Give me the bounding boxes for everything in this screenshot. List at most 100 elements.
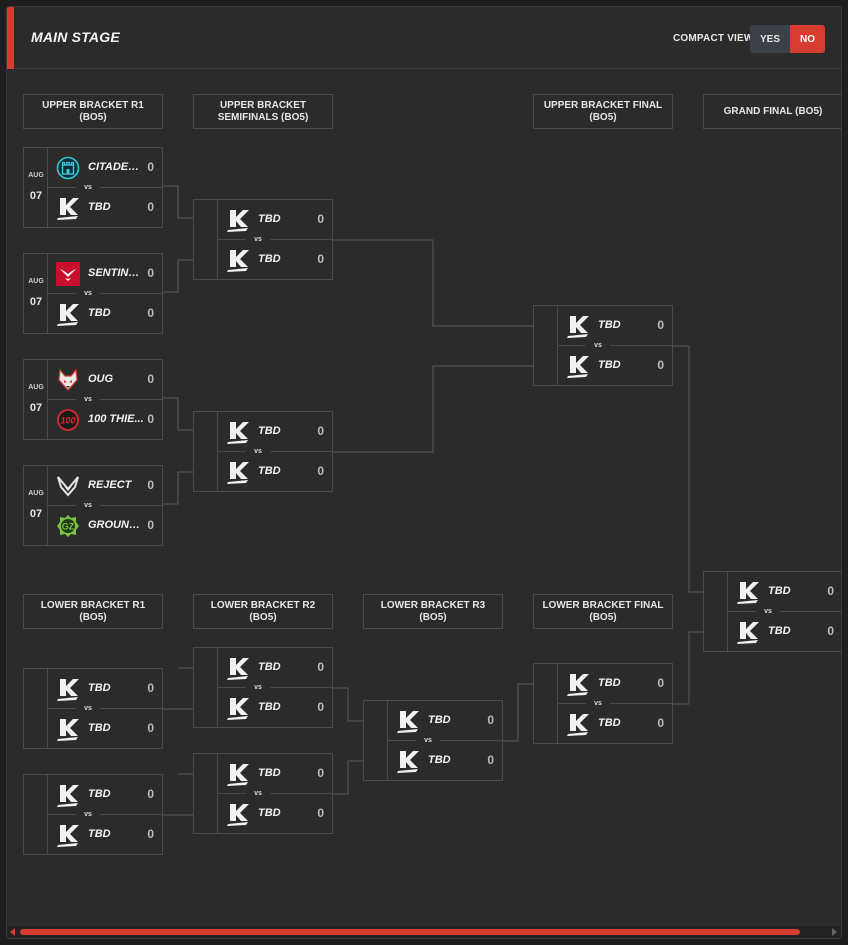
k-logo-icon [226, 208, 250, 232]
team-score: 0 [317, 660, 324, 674]
team-score: 0 [827, 624, 834, 638]
citadel-logo-icon [56, 156, 80, 180]
k-logo-icon [226, 248, 250, 272]
vs-label: vs [416, 735, 440, 746]
team-name: TBD [88, 788, 111, 800]
match-date-month: AUG [28, 384, 44, 391]
team-name: 100 THIE... [88, 413, 144, 425]
match-date-empty [194, 754, 218, 833]
oug-fox-logo-icon [56, 368, 80, 392]
vs-label: vs [586, 340, 610, 351]
compact-view-no-button[interactable]: NO [790, 25, 825, 53]
team-row[interactable]: TBD 0 [558, 704, 673, 744]
match-date-month: AUG [28, 278, 44, 285]
bracket-connectors [163, 185, 703, 816]
team-score: 0 [657, 716, 664, 730]
bracket-connector-line [673, 631, 703, 705]
page-title: MAIN STAGE [31, 29, 120, 45]
vs-label: vs [246, 682, 270, 693]
k-logo-icon [56, 783, 80, 807]
team-row[interactable]: CITADEL ...0 [48, 148, 163, 188]
team-score: 0 [657, 676, 664, 690]
team-name: TBD [768, 585, 791, 597]
bracket-connector-line [163, 471, 193, 505]
k-logo-icon [566, 354, 590, 378]
vs-label: vs [76, 394, 100, 405]
match-date-day: 07 [29, 296, 43, 308]
vs-label: vs [246, 234, 270, 245]
scroll-left-arrow-icon[interactable] [10, 928, 15, 936]
vs-label: vs [246, 788, 270, 799]
k-logo-icon [226, 696, 250, 720]
k-logo-icon [56, 717, 80, 741]
scrollbar-thumb[interactable] [20, 929, 800, 935]
team-score: 0 [317, 766, 324, 780]
team-score: 0 [147, 478, 154, 492]
vs-label: vs [756, 606, 780, 617]
sentinels-logo-icon [56, 262, 80, 286]
team-score: 0 [147, 518, 154, 532]
team-name: TBD [428, 754, 451, 766]
compact-view-yes-button[interactable]: YES [750, 25, 790, 53]
team-score: 0 [147, 200, 154, 214]
team-name: REJECT [88, 479, 132, 491]
bracket-connector-line [333, 687, 363, 722]
bracket-connector-line [673, 345, 703, 593]
match-date-empty [194, 200, 218, 279]
team-score: 0 [317, 424, 324, 438]
team-name: TBD [88, 307, 111, 319]
team-name: TBD [598, 717, 621, 729]
compact-view-label: COMPACT VIEW [673, 33, 754, 44]
k-logo-icon [396, 709, 420, 733]
team-row[interactable]: REJECT 0 [48, 466, 163, 506]
team-score: 0 [657, 318, 664, 332]
scroll-right-arrow-icon[interactable] [832, 928, 837, 936]
reject-logo-icon [56, 474, 80, 498]
team-name: TBD [258, 253, 281, 265]
bracket-connector-line [333, 760, 363, 795]
k-logo-icon [396, 749, 420, 773]
team-score: 0 [147, 412, 154, 426]
team-row[interactable]: TBD 0 [558, 664, 673, 704]
team-name: TBD [598, 677, 621, 689]
